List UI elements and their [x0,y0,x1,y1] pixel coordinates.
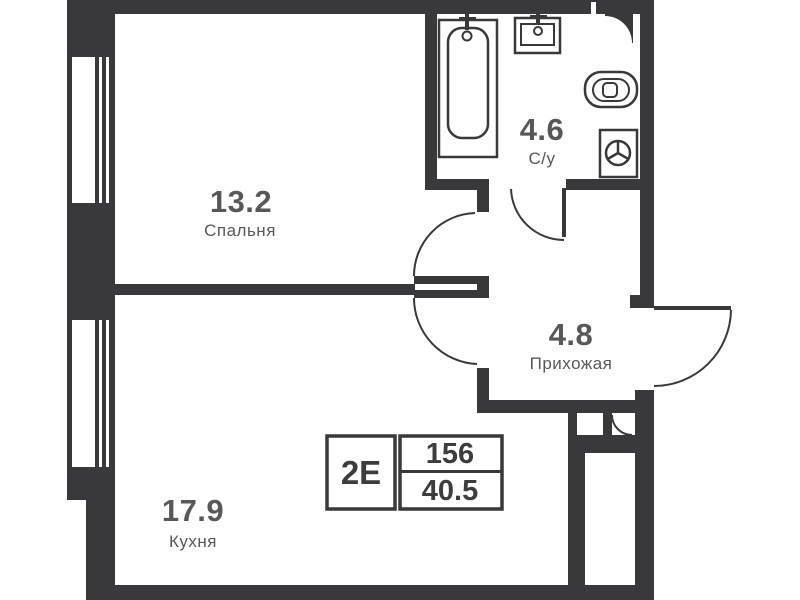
bathtub-faucet-stem [465,12,469,30]
bedroom-area: 13.2 [210,184,272,219]
bedroom-name: Спальня [204,221,276,240]
wall-bedroom-kitchen [115,284,415,295]
shaft-left-wall [568,453,585,590]
window-kitchen-glass-line [102,320,106,467]
shaft-post-middle [603,413,612,435]
toilet-icon [583,70,639,109]
door-entrance-swing-arc [653,309,732,387]
hallway-area: 4.8 [549,317,594,352]
door-kitchen-leaf [414,290,477,298]
window-bedroom-glass-line [95,57,99,203]
door-bathroom-swing-arc [510,188,565,241]
door-entrance [653,306,732,387]
sink-faucet-stem [536,11,540,23]
washing-machine-outline [598,128,639,179]
wall-top [67,0,654,14]
wall-right-upper [640,0,654,295]
wall-left-bottom [86,500,115,600]
label-hallway: 4.8 Прихожая [530,317,613,373]
toilet-outline [583,70,639,109]
wall-right-lower [635,390,654,600]
window-kitchen-glass-line [109,320,115,467]
kitchen-name: Кухня [169,532,217,551]
washing-machine-drum [604,139,632,167]
door-kitchen-swing-arc [412,297,478,365]
window-kitchen-glass-line [95,320,99,467]
label-bedroom: 13.2 Спальня [204,184,276,240]
sink-basin [520,23,555,46]
toilet-bowl [592,78,630,102]
washing-machine-icon [598,128,639,179]
unit-total-area: 40.5 [422,475,478,507]
unit-type-box [325,434,397,511]
window-kitchen-outer-line [67,320,72,467]
door-bedroom-leaf [414,276,477,284]
kitchen-area: 17.9 [162,493,224,528]
sink-icon [513,11,562,55]
hallway-name: Прихожая [530,354,613,373]
toilet-tank [602,82,618,98]
unit-info: 2Е 156 40.5 [325,434,504,511]
window-bedroom-outer-line [67,57,72,203]
wall-top-joint [591,2,596,14]
door-kitchen [412,290,478,365]
window-bedroom-glass-line [102,57,106,203]
door-bathroom [510,188,566,241]
bathroom-name: С/у [529,149,556,168]
wall-bathroom-bottom-left [425,179,489,190]
sink-drain [533,26,543,36]
wall-bathroom-bottom-right [566,179,654,190]
wall-left-upper [67,0,115,57]
door-bedroom [413,212,477,284]
bathtub-inner [446,26,490,140]
wall-jamb-upper [477,190,489,212]
wall-right-stub [630,295,654,308]
label-bathroom: 4.6 С/у [520,112,565,168]
door-entrance-leaf [654,306,731,310]
window-kitchen [67,320,115,467]
label-kitchen: 17.9 Кухня [162,493,224,551]
wall-jamb-middle [477,276,489,298]
unit-type: 2Е [341,454,381,491]
bathtub-icon [437,12,499,159]
shaft-door-swing-arc [611,414,633,436]
window-bedroom-glass-line [109,57,115,203]
door-bathroom-leaf [562,188,566,237]
shaft-top-bar [568,435,635,453]
window-bedroom [67,57,115,203]
corner-duct-round-cut [578,16,632,70]
wall-bottom [115,585,654,600]
unit-number: 156 [426,438,474,470]
door-bedroom-swing-arc [413,212,476,277]
wall-hallway-bottom [477,400,654,413]
wall-left-lower [67,467,115,500]
shaft-post-left [568,413,577,435]
bathtub-drain [461,30,473,42]
bathroom-area: 4.6 [520,112,565,147]
washing-machine-spokes [607,142,629,160]
wall-left-middle [67,203,115,320]
wall-bedroom-bathroom [425,14,437,179]
